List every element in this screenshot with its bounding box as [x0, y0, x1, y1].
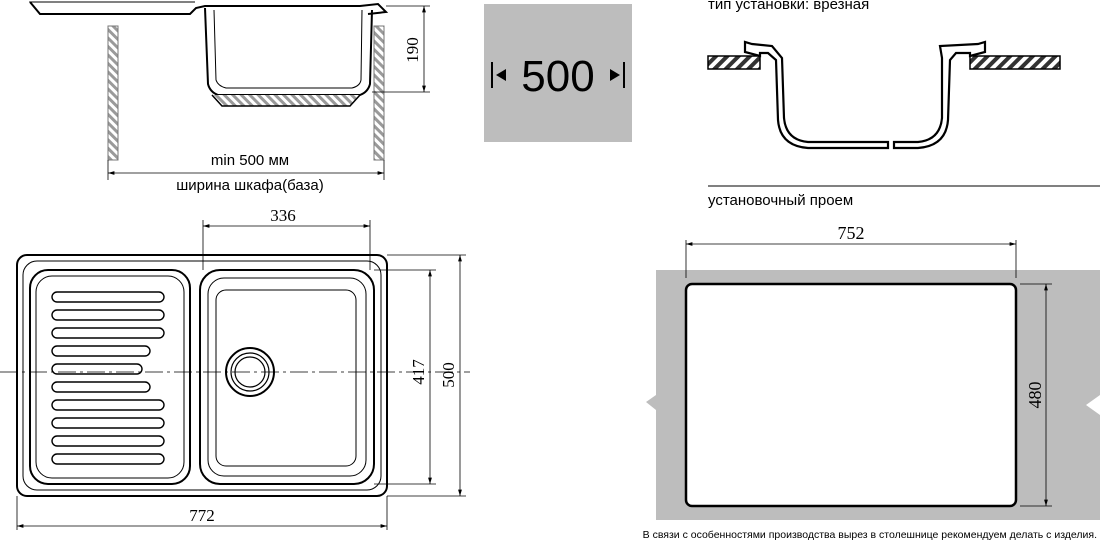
cutout-width-label: 752: [838, 223, 865, 243]
cabinet-badge: 500: [484, 4, 632, 142]
cabinet-wall-right: [373, 25, 385, 161]
dim-depth-label: 190: [403, 37, 422, 63]
min-cabinet-label: min 500 мм: [211, 152, 289, 169]
install-type-diagram: тип установки: врезная: [707, 0, 1061, 150]
countertop-right: [969, 55, 1061, 70]
side-bowl: [204, 7, 373, 96]
cabinet-badge-box: [484, 4, 632, 142]
cabinet-wall-left: [107, 25, 119, 161]
side-rim: [29, 1, 389, 15]
dim-total-width-label: 772: [189, 506, 215, 525]
cutout-label: установочный проем: [708, 192, 853, 209]
dim-total-height-label: 500: [439, 362, 458, 388]
side-view: 190 min 500 мм ширина шкафа(база): [28, 1, 430, 194]
top-view: 336 417 500 772: [0, 206, 470, 530]
footnote: В связи с особенностями производства выр…: [643, 529, 1097, 541]
install-type-label: тип установки: врезная: [708, 0, 869, 13]
sink-profile-right: [892, 40, 987, 150]
countertop-left: [707, 55, 761, 70]
dim-bowl-height-label: 417: [409, 359, 428, 385]
cutout-height-label: 480: [1025, 382, 1045, 409]
drainboard: [29, 269, 191, 485]
cabinet-badge-value: 500: [521, 52, 594, 101]
dim-bowl-width-label: 336: [270, 206, 296, 225]
sink-profile-left: [743, 40, 890, 150]
sink-bowl: [199, 269, 375, 485]
cabinet-width-label: ширина шкафа(база): [176, 177, 324, 194]
side-drain: [211, 94, 361, 107]
cutout-hole: [684, 282, 1018, 508]
drainboard-ribs: [51, 291, 165, 465]
cutout-diagram: установочный проем 752 480: [646, 192, 1100, 520]
